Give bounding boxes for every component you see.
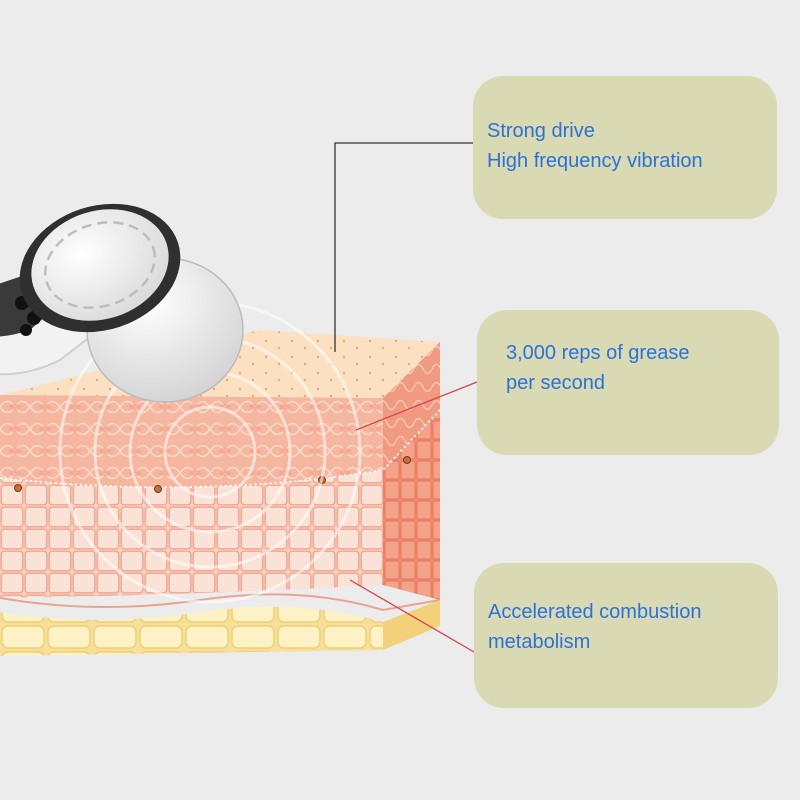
leader-line-1	[334, 142, 473, 352]
callout-grease-reps: 3,000 reps of grease per second	[477, 310, 779, 455]
callout-strong-drive: Strong drive High frequency vibration	[473, 76, 777, 219]
callout-3-line-1: Accelerated combustion	[488, 601, 702, 623]
dermis-side	[383, 410, 440, 600]
leader-line-2	[355, 381, 478, 431]
dermis-bottom-edge	[0, 593, 441, 612]
fat-side	[383, 600, 440, 650]
callout-combustion: Accelerated combustion metabolism	[474, 563, 778, 708]
fat-layer	[0, 606, 383, 656]
callout-1-line-2: High frequency vibration	[487, 150, 703, 172]
callout-2-line-1: 3,000 reps of grease	[506, 342, 690, 364]
callout-1-line-1: Strong drive	[487, 120, 595, 142]
epidermis-side	[383, 342, 440, 470]
cell-1	[14, 484, 22, 492]
membrane-line	[0, 409, 441, 489]
leader-line-3	[349, 579, 475, 653]
cell-4	[403, 456, 411, 464]
skin-block	[0, 330, 441, 656]
massager-device	[0, 203, 244, 403]
dermis-layer	[0, 470, 383, 598]
device-head-dashes	[44, 221, 156, 309]
callout-2-line-2: per second	[506, 372, 605, 394]
cell-2	[154, 485, 162, 493]
device-button-4	[20, 324, 32, 336]
leader-lines	[334, 142, 478, 653]
callout-3-line-2: metabolism	[488, 631, 591, 653]
cell-markers	[14, 456, 411, 493]
